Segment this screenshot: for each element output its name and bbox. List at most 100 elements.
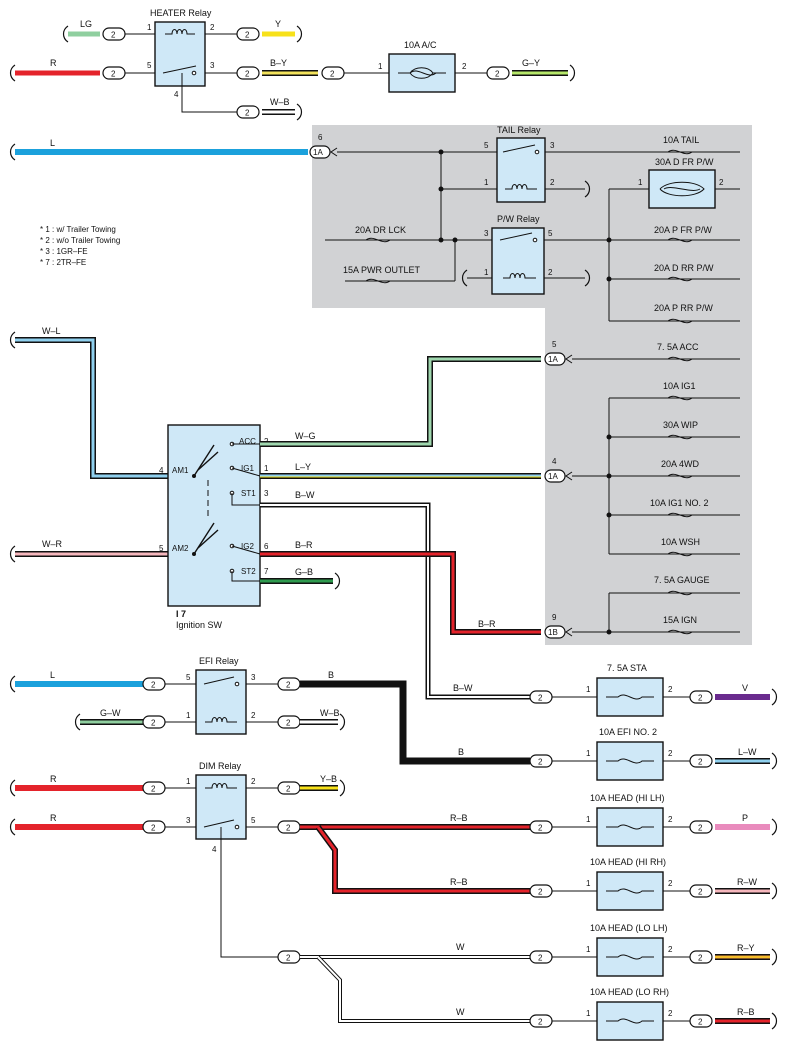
connector-label: 2: [111, 31, 116, 40]
svg-text:2: 2: [151, 785, 156, 794]
fuse-gauge-label: 7. 5A GAUGE: [654, 575, 710, 585]
svg-text:1: 1: [378, 62, 383, 71]
efi-relay-section: L 2 G–W 2 EFI Relay 5 3 1 2 2 B B 2 W–B: [9, 656, 530, 765]
svg-text:2: 2: [330, 70, 335, 79]
svg-text:1: 1: [484, 268, 489, 277]
wire-end-y: [296, 25, 303, 43]
svg-text:1A: 1A: [313, 148, 323, 157]
fuse-sta-label: 7. 5A STA: [607, 663, 647, 673]
wire-label-r: R: [50, 58, 57, 68]
svg-text:2: 2: [698, 694, 703, 703]
wire-label-rw: R–W: [737, 877, 758, 887]
ignition-switch-section: W–L W–R I 7 Ignition SW 4 AM1 5 AM2 ACC …: [9, 326, 541, 700]
svg-text:ACC: ACC: [239, 437, 256, 446]
ig1-section: 10A IG1 30A WIP 20A 4WD 10A IG1 NO. 2 10…: [544, 381, 740, 557]
ignition-id: I 7: [176, 609, 186, 619]
legend-notes: * 1 : w/ Trailer Towing * 2 : w/o Traile…: [40, 225, 120, 267]
svg-text:ST1: ST1: [241, 489, 256, 498]
fuse-ac-label: 10A A/C: [404, 40, 437, 50]
svg-text:1: 1: [586, 749, 591, 758]
efi-relay-label: EFI Relay: [199, 656, 239, 666]
wire-label-yb: Y–B: [320, 774, 337, 784]
connector-1a-acc: [544, 352, 566, 366]
tail-relay-section: TAIL Relay 5 3 1 2 10A TAIL: [484, 125, 740, 203]
svg-text:2: 2: [719, 178, 724, 187]
svg-text:3: 3: [484, 229, 489, 238]
ign-section: 7. 5A GAUGE 15A IGN 1B 9: [544, 575, 740, 639]
svg-text:2: 2: [668, 685, 673, 694]
svg-text:2: 2: [462, 62, 467, 71]
svg-text:1: 1: [586, 815, 591, 824]
note-2: * 2 : w/o Trailer Towing: [40, 236, 120, 245]
wire-end-l: [9, 143, 16, 161]
svg-text:ST2: ST2: [241, 567, 256, 576]
pw-relay-label: P/W Relay: [497, 214, 540, 224]
fuse-headlolh-label: 10A HEAD (LO LH): [590, 923, 668, 933]
svg-text:30A D FR P/W: 30A D FR P/W: [655, 157, 714, 167]
fuse-4wd-label: 20A 4WD: [661, 459, 700, 469]
svg-text:2: 2: [548, 268, 553, 277]
svg-text:2: 2: [538, 954, 543, 963]
svg-text:2: 2: [286, 785, 291, 794]
ignition-name: Ignition SW: [176, 620, 223, 630]
fuse-efino2-label: 10A EFI NO. 2: [599, 727, 657, 737]
fuse-headhirh-label: 10A HEAD (HI RH): [590, 857, 666, 867]
svg-text:2: 2: [210, 23, 215, 32]
svg-text:1A: 1A: [548, 472, 558, 481]
svg-text:1: 1: [586, 945, 591, 954]
ignition-switch: [167, 424, 261, 607]
svg-text:1: 1: [586, 1009, 591, 1018]
wire-end-r: [9, 64, 16, 82]
svg-text:3: 3: [186, 816, 191, 825]
wire-label-ly: L–Y: [295, 462, 311, 472]
connector-1a-ig1: [544, 469, 566, 483]
efino2-section: 2 1 10A EFI NO. 2 2 2 L–W: [529, 727, 778, 781]
svg-text:5: 5: [159, 544, 164, 553]
svg-text:1: 1: [586, 879, 591, 888]
svg-text:1: 1: [264, 464, 269, 473]
svg-text:2: 2: [151, 681, 156, 690]
svg-text:2: 2: [151, 824, 156, 833]
svg-text:2: 2: [151, 719, 156, 728]
wire-end-lg: [62, 25, 69, 43]
svg-text:2: 2: [538, 1018, 543, 1027]
svg-text:4: 4: [174, 90, 179, 99]
svg-text:5: 5: [186, 673, 191, 682]
svg-text:5: 5: [251, 816, 256, 825]
wire-label-br: B–R: [295, 540, 313, 550]
svg-text:2: 2: [251, 777, 256, 786]
heater-relay-label: HEATER Relay: [150, 8, 212, 18]
wire-label-p: P: [742, 813, 748, 823]
svg-text:IG2: IG2: [241, 542, 254, 551]
svg-text:3: 3: [264, 489, 269, 498]
svg-text:2: 2: [495, 70, 500, 79]
svg-text:6: 6: [264, 542, 269, 551]
wire-label-b1: B: [328, 670, 334, 680]
fuse-acc-label: 7. 5A ACC: [657, 342, 699, 352]
svg-text:2: 2: [698, 954, 703, 963]
svg-text:2: 2: [251, 711, 256, 720]
svg-text:1: 1: [586, 685, 591, 694]
note-3: * 3 : 1GR–FE: [40, 247, 88, 256]
svg-text:5: 5: [552, 340, 557, 349]
heater-relay-section: LG 2 2 Y HEATER Relay 1 2 5 3 4 R 2 2: [9, 8, 576, 121]
fuse-headlorh-label: 10A HEAD (LO RH): [590, 987, 669, 997]
svg-text:4: 4: [212, 845, 217, 854]
wire-label-gb: G–B: [295, 567, 313, 577]
svg-text:2: 2: [538, 888, 543, 897]
svg-text:9: 9: [552, 613, 557, 622]
wire-label-wg: W–G: [295, 431, 316, 441]
svg-text:1: 1: [147, 23, 152, 32]
wire-label-r3: R: [50, 813, 57, 823]
svg-text:3: 3: [251, 673, 256, 682]
fuse-dfrpw-section: 30A D FR P/W 1 2: [608, 157, 740, 321]
svg-text:2: 2: [698, 824, 703, 833]
wire-label-wb: W–B: [270, 97, 290, 107]
svg-text:2: 2: [538, 694, 543, 703]
acc-section: 1A 5 7. 5A ACC: [544, 340, 740, 366]
fuse-wip-label: 30A WIP: [663, 420, 698, 430]
wire-label-wl: W–L: [42, 326, 61, 336]
connector-1a: [309, 145, 331, 159]
dim-relay-label: DIM Relay: [199, 761, 242, 771]
svg-text:2: 2: [245, 109, 250, 118]
